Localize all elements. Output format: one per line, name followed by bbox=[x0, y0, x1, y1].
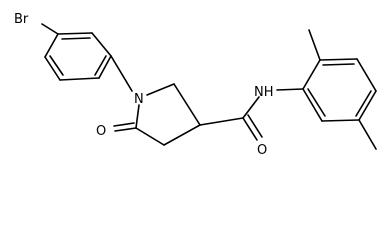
bond-camide-o-double-1 bbox=[242, 117, 258, 141]
bond-ar2-f bbox=[302, 88, 323, 122]
bond-ch-camide bbox=[199, 117, 244, 126]
bond-n-ch2 bbox=[146, 83, 175, 96]
bond-ar2-d-inner bbox=[355, 90, 372, 117]
bond-nh-ar2 bbox=[276, 88, 304, 91]
bond-methyl-bottom bbox=[358, 119, 377, 150]
bond-ar2-a bbox=[302, 59, 321, 90]
bond-camide-nh bbox=[242, 96, 260, 119]
bond-ar2-e bbox=[321, 119, 360, 122]
bond-ar2-c bbox=[356, 58, 377, 92]
bond-ar1-c-inner bbox=[94, 55, 107, 76]
bond-ch-ch2 bbox=[163, 124, 201, 146]
carboxamide-group: NH O bbox=[199, 85, 274, 158]
bond-methyl-top bbox=[308, 29, 321, 61]
bond-ar1-a bbox=[57, 32, 93, 35]
amide-nh-label: NH bbox=[254, 85, 274, 100]
bond-ar1-e-inner bbox=[49, 55, 64, 76]
pyrrolidinone-ring: N O bbox=[96, 55, 201, 146]
bond-ar1-n bbox=[110, 55, 133, 92]
bond-ar1-c bbox=[98, 55, 112, 79]
bromine-label: Br bbox=[14, 12, 29, 27]
bond-c-o-double-2 bbox=[113, 122, 135, 127]
ring-nitrogen-label: N bbox=[134, 92, 144, 107]
ketone-oxygen-label: O bbox=[96, 124, 106, 139]
bond-ch2-co bbox=[135, 127, 165, 146]
bond-ch2-ch bbox=[173, 83, 201, 126]
bond-ar2-f-inner bbox=[307, 88, 326, 117]
bromophenyl-group: Br bbox=[14, 12, 112, 81]
bond-c-br bbox=[41, 23, 59, 35]
bond-ar1-f bbox=[44, 33, 59, 58]
chemical-structure: Br N O NH O bbox=[14, 12, 377, 158]
amide-oxygen-label: O bbox=[257, 143, 267, 158]
bond-co-n bbox=[135, 104, 140, 129]
bond-ar2-b bbox=[319, 58, 358, 61]
bond-ar1-a-inner bbox=[61, 37, 91, 40]
bond-c-o-double-1 bbox=[114, 127, 137, 132]
bond-ar2-b-inner bbox=[322, 63, 355, 66]
bond-ar1-d bbox=[59, 77, 100, 81]
dimethylphenyl-group bbox=[276, 29, 377, 150]
bond-camide-o-double-2 bbox=[247, 114, 263, 138]
bond-ar2-d bbox=[358, 90, 377, 121]
bond-ar1-e bbox=[44, 56, 61, 81]
bond-ar1-b bbox=[91, 32, 112, 57]
